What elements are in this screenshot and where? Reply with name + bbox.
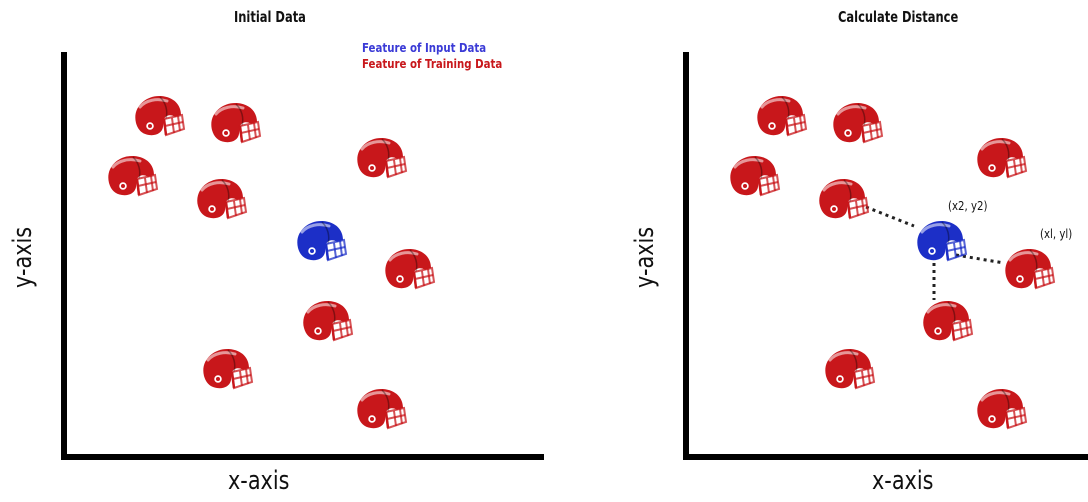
y-axis-label: y-axis xyxy=(630,226,660,288)
training-helmet-icon xyxy=(352,135,408,183)
training-helmet-icon xyxy=(820,346,876,394)
input-helmet-icon xyxy=(292,218,348,266)
training-helmet-icon xyxy=(918,298,974,346)
calculate-distance-panel: Calculate Distance y-axis x-axis (x2, y2… xyxy=(544,0,1088,502)
panel-title: Calculate Distance xyxy=(838,8,959,26)
x-axis-line xyxy=(61,454,544,460)
training-helmet-icon xyxy=(752,93,808,141)
training-helmet-icon xyxy=(192,176,248,224)
initial-data-panel: Initial Data Feature of Input Data Featu… xyxy=(8,8,544,496)
training-coordinate-label: (xl, yl) xyxy=(1040,227,1073,241)
training-helmet-icon xyxy=(972,135,1028,183)
training-helmet-icon xyxy=(972,386,1028,434)
training-helmet-icon xyxy=(352,386,408,434)
training-helmet-icon xyxy=(206,100,262,148)
training-helmet-icon xyxy=(725,153,781,201)
input-helmet-icon xyxy=(912,218,968,266)
input-coordinate-label: (x2, y2) xyxy=(948,199,988,213)
y-axis-line xyxy=(683,52,689,460)
training-helmet-icon xyxy=(103,153,159,201)
x-axis-line xyxy=(683,454,1088,460)
training-helmet-icon xyxy=(828,100,884,148)
y-axis-label: y-axis xyxy=(8,226,38,288)
training-helmet-icon xyxy=(298,298,354,346)
panel-title: Initial Data xyxy=(234,8,306,26)
y-axis-line xyxy=(61,52,67,460)
legend-training: Feature of Training Data xyxy=(362,57,503,71)
legend: Feature of Input Data Feature of Trainin… xyxy=(362,40,502,72)
legend-input: Feature of Input Data xyxy=(362,41,487,55)
training-helmet-icon xyxy=(198,346,254,394)
training-helmet-icon xyxy=(1000,246,1056,294)
x-axis-label: x-axis xyxy=(872,466,934,496)
training-helmet-icon xyxy=(814,176,870,224)
training-helmet-icon xyxy=(130,93,186,141)
distance-line xyxy=(865,205,915,228)
x-axis-label: x-axis xyxy=(228,466,290,496)
training-helmet-icon xyxy=(380,246,436,294)
